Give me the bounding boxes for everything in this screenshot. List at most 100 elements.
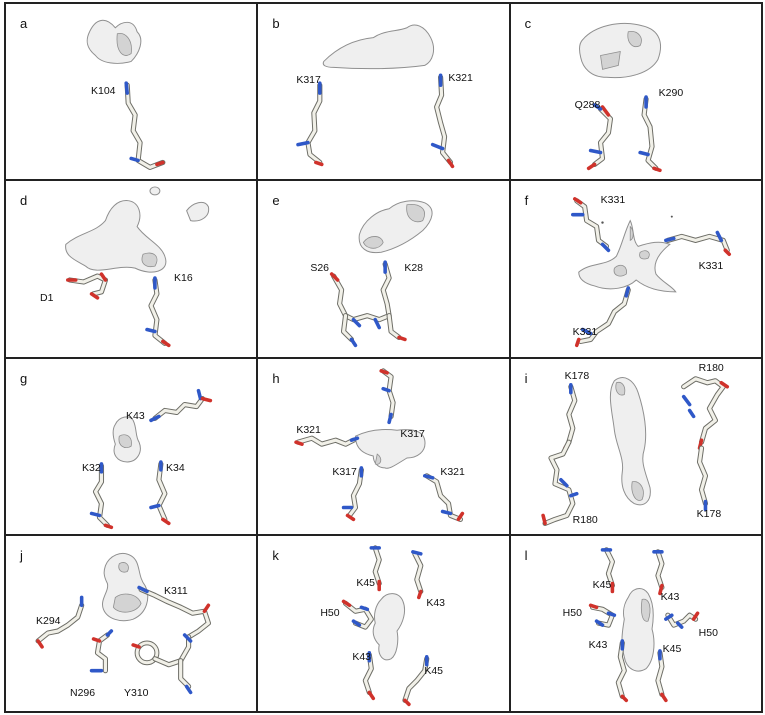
- residue-label: K331: [600, 194, 626, 207]
- density-blob: [577, 219, 677, 293]
- residue-stick: [89, 461, 114, 529]
- panel-label: e: [272, 193, 280, 209]
- density-blob: [373, 592, 406, 660]
- residue-label: R180: [698, 361, 724, 374]
- density-blob: [355, 428, 426, 469]
- structure-view: [294, 367, 465, 522]
- panel-label: i: [524, 370, 528, 386]
- residue-stick: [131, 632, 193, 694]
- panel-label: b: [272, 16, 280, 31]
- residue-label: K28: [404, 262, 424, 275]
- residue-label: K43: [660, 590, 680, 603]
- residue-stick: [89, 629, 114, 673]
- panel-l: l: [509, 534, 762, 712]
- structure-view: [540, 375, 729, 526]
- panel-label: c: [524, 16, 532, 31]
- panel-label: a: [20, 16, 28, 31]
- residue-stick: [137, 585, 211, 640]
- residue-stick: [149, 388, 213, 422]
- residue-label: K178: [564, 369, 590, 382]
- residue-label: K45: [592, 578, 612, 591]
- residue-stick: [615, 638, 628, 702]
- density-blob: [86, 19, 142, 64]
- residue-label: K43: [426, 596, 446, 609]
- structure-view: [296, 24, 455, 169]
- residue-label: H50: [698, 626, 718, 639]
- residue-label: D1: [40, 292, 54, 305]
- residue-label: K321: [440, 465, 465, 478]
- residue-label: K290: [658, 87, 684, 99]
- residue-label: K43: [588, 638, 608, 651]
- panel-k: k: [257, 534, 510, 712]
- residue-stick: [363, 650, 376, 700]
- residue-label: K45: [662, 642, 682, 655]
- residue-label: Y310: [124, 686, 149, 699]
- panel-d: d: [5, 180, 258, 358]
- residue-label: K317: [332, 465, 357, 478]
- panel-e: e S: [257, 180, 510, 358]
- panel-label: f: [524, 193, 529, 209]
- structure-view: [86, 19, 166, 170]
- residue-stick: [294, 435, 360, 447]
- panel-f: f: [509, 180, 762, 358]
- residue-stick: [637, 95, 662, 173]
- panel-label: g: [20, 370, 28, 386]
- residue-stick: [574, 286, 631, 348]
- residue-stick: [651, 549, 665, 595]
- panel-label: l: [524, 547, 528, 563]
- residue-label: K317: [296, 74, 321, 86]
- panel-label: h: [272, 370, 280, 386]
- residue-label: K321: [448, 72, 473, 84]
- residue-stick: [66, 272, 108, 300]
- residue-stick: [540, 439, 579, 526]
- residue-label: K45: [424, 664, 444, 677]
- structure-view: [65, 186, 210, 348]
- structure-view: [89, 388, 213, 529]
- structure-view: [35, 552, 211, 694]
- residue-label: K43: [126, 409, 145, 422]
- residue-stick: [600, 547, 615, 593]
- residue-label: K311: [164, 584, 188, 597]
- residue-stick: [330, 260, 408, 348]
- panel-a: a K104: [5, 3, 258, 181]
- residue-stick: [411, 549, 424, 599]
- residue-label: K331: [698, 260, 724, 273]
- panel-label: d: [20, 193, 28, 209]
- residue-stick: [586, 103, 613, 171]
- structure-view: [588, 547, 699, 702]
- residue-label: K34: [166, 461, 185, 474]
- residue-stick: [145, 276, 171, 348]
- residue-stick: [570, 197, 610, 253]
- residue-stick: [124, 81, 166, 170]
- residue-stick: [342, 599, 375, 630]
- residue-stick: [680, 375, 729, 450]
- residue-stick: [423, 472, 465, 522]
- residue-label: N296: [70, 686, 96, 699]
- residue-stick: [562, 382, 578, 450]
- density-blob: [621, 587, 655, 672]
- residue-stick: [35, 595, 85, 649]
- panel-label: k: [272, 547, 279, 563]
- residue-stick: [342, 465, 365, 521]
- residue-stick: [369, 545, 383, 591]
- panel-label: j: [20, 547, 23, 563]
- density-blob: [323, 24, 435, 70]
- residue-label: R180: [572, 513, 598, 526]
- residue-stick: [663, 611, 699, 629]
- panel-j: j: [5, 534, 258, 712]
- panel-g: g: [5, 357, 258, 535]
- residue-label: K45: [356, 576, 376, 589]
- residue-stick: [696, 445, 708, 511]
- residue-label: K331: [572, 326, 598, 339]
- residue-label: K104: [91, 85, 116, 97]
- residue-stick: [663, 230, 731, 257]
- structure-view: [342, 545, 430, 706]
- residue-stick: [588, 603, 616, 628]
- residue-label: S26: [310, 262, 330, 275]
- panel-i: i: [509, 357, 762, 535]
- density-blob: [609, 376, 651, 505]
- density-blob: [65, 200, 167, 273]
- residue-label: K16: [174, 272, 193, 285]
- panel-h: h: [257, 357, 510, 535]
